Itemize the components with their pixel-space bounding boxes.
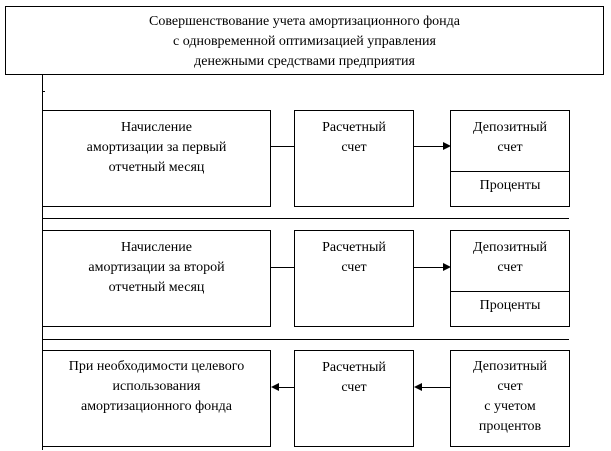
row1-accrual-text: Начисление амортизации за первый отчетны… [86, 120, 227, 175]
row2-deposit-box: Депозитный счет Проценты [450, 230, 570, 327]
row1-accrual-box: Начисление амортизации за первый отчетны… [42, 110, 271, 207]
row2-accrual-box: Начисление амортизации за второй отчетны… [42, 230, 271, 327]
row2-link-left-middle [271, 267, 295, 268]
title-text: Совершенствование учета амортизационного… [148, 14, 460, 69]
row3-deposit-text: Депозитный счет с учетом процентов [473, 359, 547, 434]
row2-arrow-line [414, 267, 444, 268]
row1-current-account-box: Расчетный счет [294, 110, 414, 207]
branch-connector-2 [42, 218, 569, 219]
row3-arrow-to-middle-head [414, 383, 422, 391]
row1-current-account-text: Расчетный счет [322, 120, 386, 155]
branch-connector-1 [42, 91, 45, 92]
row1-link-left-middle [271, 146, 295, 147]
row1-deposit-text: Депозитный счет [473, 120, 547, 155]
row1-deposit-box: Депозитный счет Проценты [450, 110, 570, 207]
row2-current-account-box: Расчетный счет [294, 230, 414, 327]
row1-interest-text: Проценты [479, 178, 541, 193]
row3-usage-text: При необходимости целевого использования… [68, 359, 245, 414]
row3-current-account-text: Расчетный счет [322, 360, 386, 395]
row2-current-account-text: Расчетный счет [322, 240, 386, 275]
row2-deposit-divider [451, 291, 569, 292]
row3-usage-box: При необходимости целевого использования… [42, 350, 271, 447]
row2-accrual-text: Начисление амортизации за второй отчетны… [88, 240, 225, 295]
row1-deposit-divider [451, 171, 569, 172]
row2-deposit-text: Депозитный счет [473, 240, 547, 275]
row3-arrow-to-left-line [279, 387, 295, 388]
title-box: Совершенствование учета амортизационного… [5, 6, 604, 75]
row3-arrow-to-middle-line [422, 387, 451, 388]
row3-arrow-to-left-head [271, 383, 279, 391]
row2-interest-text: Проценты [479, 298, 541, 313]
branch-connector-3 [42, 339, 569, 340]
row3-deposit-box: Депозитный счет с учетом процентов [450, 350, 570, 447]
row1-arrow-line [414, 146, 444, 147]
row1-arrow-head [443, 142, 451, 150]
row3-current-account-box: Расчетный счет [294, 350, 414, 447]
row2-arrow-head [443, 263, 451, 271]
